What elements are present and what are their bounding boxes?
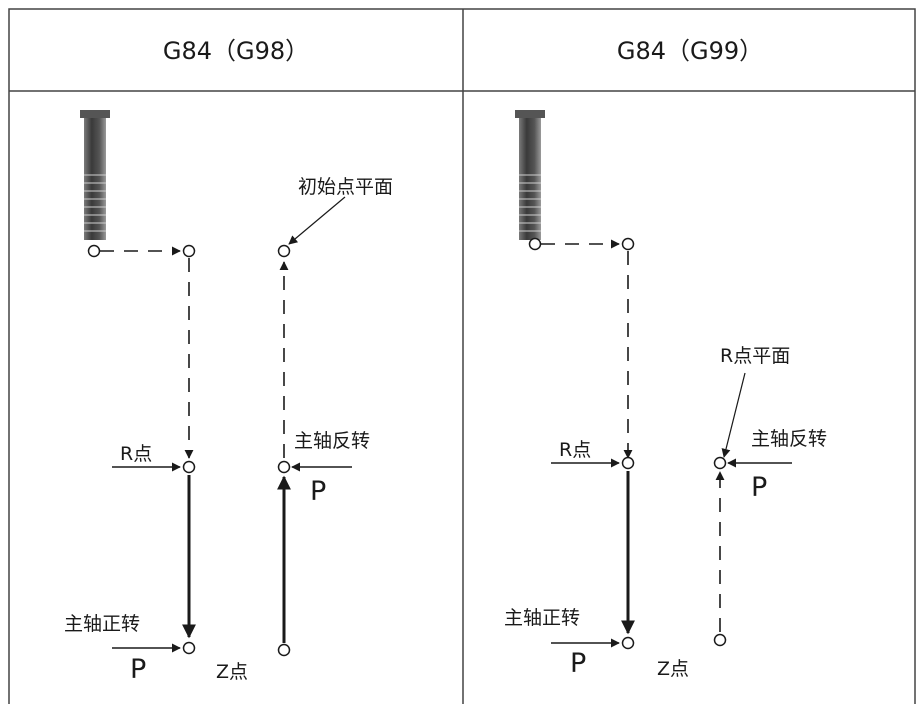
label-spindle-reverse: 主轴反转 xyxy=(751,428,827,450)
label-p-bottom: P xyxy=(130,654,146,685)
label-p-top: P xyxy=(751,472,767,503)
label-spindle-forward: 主轴正转 xyxy=(64,613,140,635)
position-point xyxy=(621,237,635,251)
z-point-bottom xyxy=(621,636,635,650)
initial-plane-pointer xyxy=(288,196,346,245)
panel-left: 初始点平面 R点 主轴反转 P 主轴正转 P Z点 xyxy=(64,110,393,685)
r-point-return xyxy=(277,460,291,474)
label-p-bottom: P xyxy=(570,648,586,679)
start-point xyxy=(87,244,101,258)
z-point-bottom xyxy=(182,641,196,655)
r-point xyxy=(182,460,196,474)
label-spindle-reverse: 主轴反转 xyxy=(294,430,370,452)
r-point-return xyxy=(713,456,727,470)
r-plane-pointer xyxy=(721,372,746,458)
tap-tool-icon xyxy=(80,110,110,240)
tap-tool-icon xyxy=(515,110,545,240)
label-z-point: Z点 xyxy=(216,661,248,683)
label-initial-plane: 初始点平面 xyxy=(298,176,393,198)
label-p-top: P xyxy=(310,476,326,507)
initial-point-return xyxy=(277,244,291,258)
label-spindle-forward: 主轴正转 xyxy=(504,607,580,629)
label-r-plane: R点平面 xyxy=(720,345,790,367)
z-point-return xyxy=(713,633,727,647)
label-r-point: R点 xyxy=(559,439,591,461)
label-r-point: R点 xyxy=(120,443,152,465)
table-frame xyxy=(8,8,916,708)
r-point xyxy=(621,456,635,470)
position-point xyxy=(182,244,196,258)
label-z-point: Z点 xyxy=(657,658,689,680)
panel-left-header: G84（G98） xyxy=(163,37,309,65)
panel-right: R点平面 R点 主轴反转 P 主轴正转 P Z点 xyxy=(504,110,827,680)
z-point-return xyxy=(277,643,291,657)
start-point xyxy=(528,237,542,251)
panel-right-header: G84（G99） xyxy=(617,37,763,65)
